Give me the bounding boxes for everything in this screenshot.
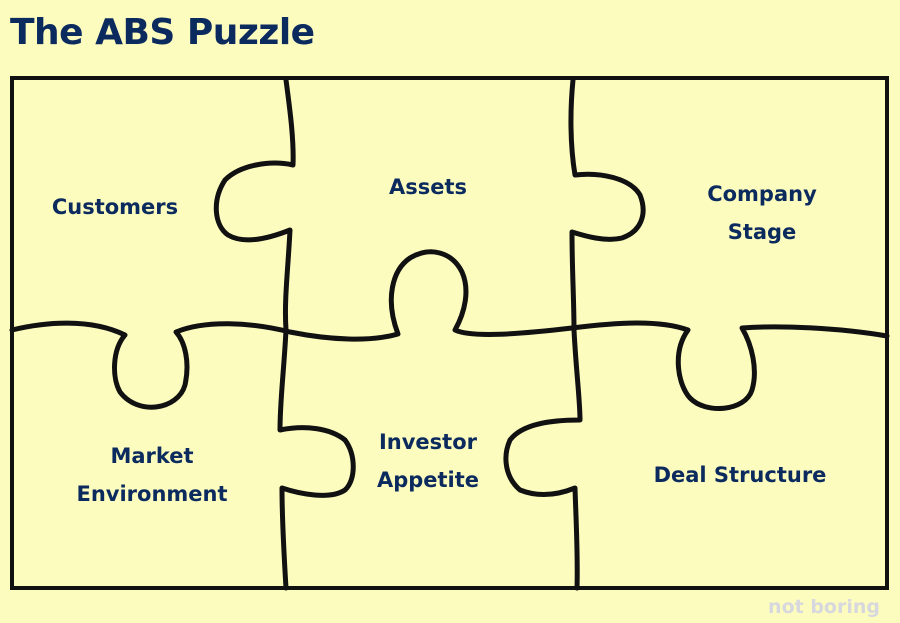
piece-label-deal-structure-line: Deal Structure <box>653 463 827 487</box>
piece-label-investor-appetite: Investor Appetite <box>377 423 479 499</box>
piece-label-investor-appetite-line-1: Investor <box>378 430 478 454</box>
puzzle-seam-right <box>503 77 646 591</box>
piece-label-investor-appetite-line-2: Appetite <box>376 468 480 492</box>
puzzle-seam-left <box>213 77 356 591</box>
piece-label-assets-line: Assets <box>388 175 468 199</box>
piece-label-company-stage-line-2: Stage <box>727 220 797 244</box>
piece-label-customers: Customers <box>52 188 178 226</box>
watermark-logo: not boring <box>768 596 880 618</box>
piece-label-company-stage-line-1: Company <box>707 182 817 206</box>
piece-label-deal-structure: Deal Structure <box>654 456 827 494</box>
piece-label-market-environment: Market Environment <box>76 437 227 513</box>
piece-label-market-environment-line-1: Market <box>110 444 194 468</box>
piece-label-market-environment-line-2: Environment <box>76 482 228 506</box>
puzzle-seam-horizontal <box>9 249 890 411</box>
piece-label-company-stage: Company Stage <box>707 175 817 251</box>
puzzle-frame <box>10 76 889 590</box>
page-title: The ABS Puzzle <box>10 12 315 53</box>
piece-label-assets: Assets <box>389 168 467 206</box>
piece-label-customers-line: Customers <box>51 195 179 219</box>
